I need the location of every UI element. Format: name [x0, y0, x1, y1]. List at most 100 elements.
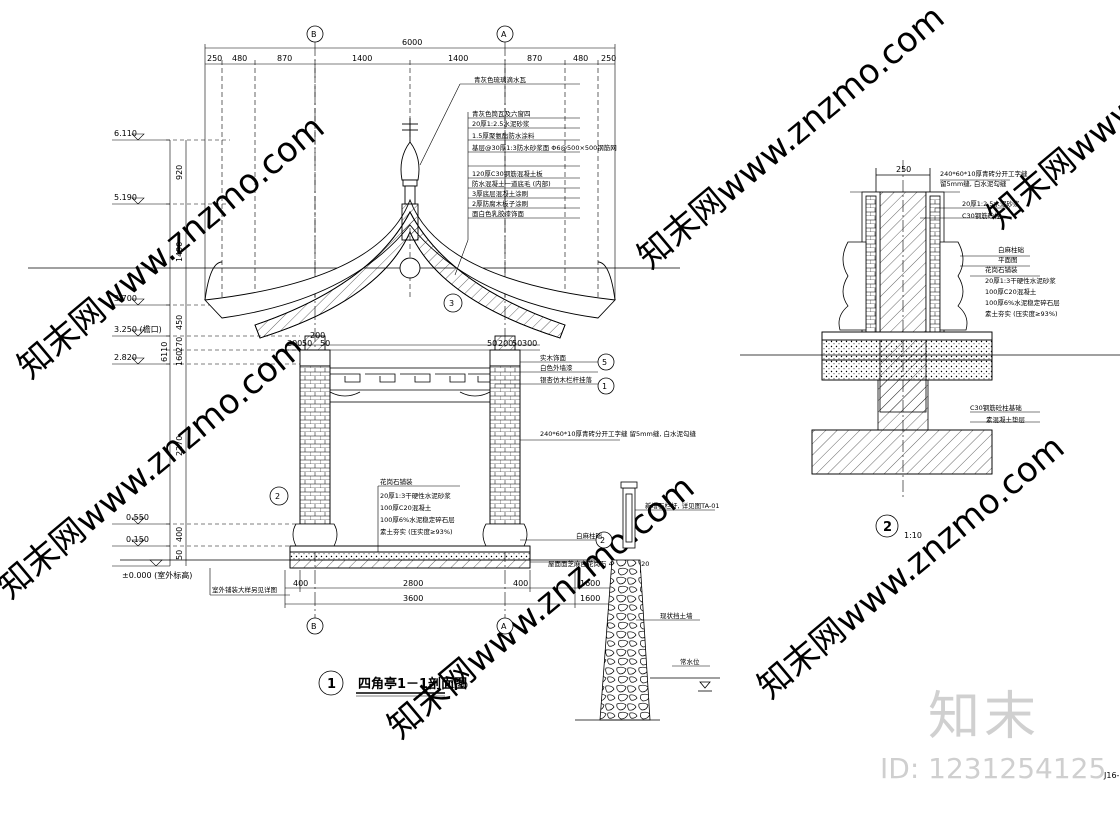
vertical-dim: 270	[175, 337, 184, 352]
beam-note: 银杏仿木栏杆挂落	[540, 375, 593, 384]
beam-note: 实木饰面	[540, 353, 567, 362]
vertical-dim: 920	[175, 165, 184, 180]
top-dim: 250	[601, 54, 616, 63]
right-notes: 新增石栏杆, 详见图TA-01 现状挡土墙 常水位	[645, 501, 720, 666]
lattice-beam	[324, 367, 496, 403]
floor-note: 100厚6%水泥稳定碎石层	[380, 515, 455, 524]
detail-number-bubble	[875, 514, 899, 538]
edge-text: J16-	[1103, 771, 1120, 780]
elevation-labels: 6.110 5.190 3.700 3.250 (檐口) 2.820 0.550…	[114, 129, 192, 580]
brand-logo: 知末	[928, 687, 1041, 747]
detail-notes: 240*60*10厚青砖分开工字缝 留5mm缝, 白水泥勾缝 20厚1:2.5水…	[940, 169, 1060, 424]
top-dim: 480	[573, 54, 588, 63]
vertical-dim: 1490	[175, 242, 184, 262]
bottom-dims: 400 2800 400 1600 3600 1600	[293, 579, 600, 603]
detail-note: 100厚6%水泥稳定碎石层	[985, 298, 1060, 307]
callout-label: 2	[600, 536, 605, 545]
detail-number: 2	[883, 520, 892, 535]
retaining-wall	[575, 481, 720, 721]
grid-axis-label: A	[501, 622, 507, 631]
roof-note: 20厚1:2.5水泥砂浆	[472, 119, 530, 128]
roof-note: 面白色乳胶漆饰面	[472, 209, 525, 218]
detail-top-dim: 250	[896, 165, 911, 174]
callout-labels: 3 5 1 2 2	[275, 299, 607, 545]
bottom-dim: 1600	[580, 594, 600, 603]
top-dim: 480	[232, 54, 247, 63]
detail-note: 留5mm缝, 白水泥勾缝	[940, 179, 1007, 188]
vertical-dim: 2270	[175, 436, 184, 456]
base-note: 白麻柱础	[576, 531, 603, 540]
roof-note: 3厚底层混凝土涂刷	[472, 189, 528, 198]
floor-slab	[289, 545, 531, 569]
eave-dim: 50	[320, 339, 330, 348]
callout-label: 2	[275, 492, 280, 501]
eave-dim: 300	[287, 339, 302, 348]
roof-note: 青灰色琉璃滴水瓦	[474, 75, 527, 84]
eave-dim: 300	[522, 339, 537, 348]
detail-note: 素混凝土垫层	[986, 415, 1026, 424]
pavilion-columns	[292, 365, 528, 547]
elevation-label: 5.190	[114, 193, 137, 202]
top-total-dim: 6000	[402, 38, 422, 47]
vertical-dim: 6110	[160, 342, 169, 362]
vertical-dim: 50	[175, 550, 184, 560]
top-dim: 870	[527, 54, 542, 63]
right-note: 常水位	[680, 657, 700, 666]
detail-leaders	[920, 179, 1040, 423]
vertical-dim: 450	[175, 315, 184, 330]
grid-axis-label: A	[501, 30, 507, 39]
section-number: 1	[327, 677, 336, 692]
vertical-dims: 920 1490 450 270 160 6110 2270 400 50	[160, 165, 184, 560]
roof-note: 2厚防腐木板子涂刷	[472, 199, 528, 208]
elevation-label: ±0.000 (室外标高)	[122, 570, 192, 580]
floor-leaders	[377, 485, 460, 552]
roof-section	[204, 118, 616, 367]
bottom-dim: 3600	[403, 594, 423, 603]
grid-axis-label: B	[311, 622, 317, 631]
floor-note: 素土夯实 (压实度≥93%)	[380, 527, 453, 536]
right-note: 新增石栏杆, 详见图TA-01	[645, 501, 720, 510]
grid-axis-label: B	[311, 30, 317, 39]
roof-notes: 青灰色琉璃滴水瓦 青灰色筒瓦及六窗四 20厚1:2.5水泥砂浆 1.5厚聚氨酯防…	[472, 75, 617, 218]
floor-note: 花岗石铺装	[380, 477, 413, 486]
bottom-dim: 1600	[580, 579, 600, 588]
base-note: 屋面面芝麻白花岗石 400x130x20	[548, 559, 649, 568]
vertical-dimension-chain	[166, 139, 300, 566]
right-note: 现状挡土墙	[660, 611, 693, 620]
elevation-label: 6.110	[114, 129, 137, 138]
detail-note: 20厚1:3干硬性水泥砂浆	[985, 276, 1056, 285]
section-scale: 1:30	[450, 681, 468, 690]
detail-note: 素土夯实 (压实度≥93%)	[985, 309, 1058, 318]
bottom-dim: 2800	[403, 579, 423, 588]
detail-note: 20厚1:2.5水泥砂浆	[962, 199, 1020, 208]
eave-dim: 50	[487, 339, 497, 348]
eave-dims: 300 50 200 50 50 200 50 300	[287, 331, 537, 348]
detail-note: 平面图	[998, 256, 1018, 264]
detail-scale: 1:10	[904, 531, 922, 540]
elevation-label: 3.700	[114, 294, 137, 303]
callout-label: 3	[449, 299, 454, 308]
column-note: 240*60*10厚青砖分开工字缝 留5mm缝, 白水泥勾缝	[540, 429, 696, 438]
bottom-dim: 400	[513, 579, 528, 588]
top-dim: 1400	[352, 54, 372, 63]
bottom-dim: 400	[293, 579, 308, 588]
eave-dim: 50	[512, 339, 522, 348]
roof-leaders	[419, 83, 580, 276]
callout-label: 1	[602, 382, 607, 391]
top-dim: 250	[207, 54, 222, 63]
callout-label: 5	[602, 358, 607, 367]
beam-note: 白色外墙漆	[540, 363, 573, 372]
beam-notes: 实木饰面 白色外墙漆 银杏仿木栏杆挂落	[540, 353, 593, 384]
detail-note: 花岗石铺装	[985, 265, 1018, 274]
elevation-label: 2.820	[114, 353, 137, 362]
top-dim: 870	[277, 54, 292, 63]
top-dim: 1400	[448, 54, 468, 63]
left-bottom-note: 室外铺装大样另见详图	[212, 585, 277, 594]
detail-note: 100厚C20混凝土	[985, 287, 1037, 296]
elevation-label: 3.250 (檐口)	[114, 324, 162, 334]
floor-note: 20厚1:3干硬性水泥砂浆	[380, 491, 451, 500]
id-tag: ID: 1231254125	[880, 752, 1107, 785]
elevation-marks	[112, 133, 170, 567]
column-detail	[811, 160, 993, 500]
